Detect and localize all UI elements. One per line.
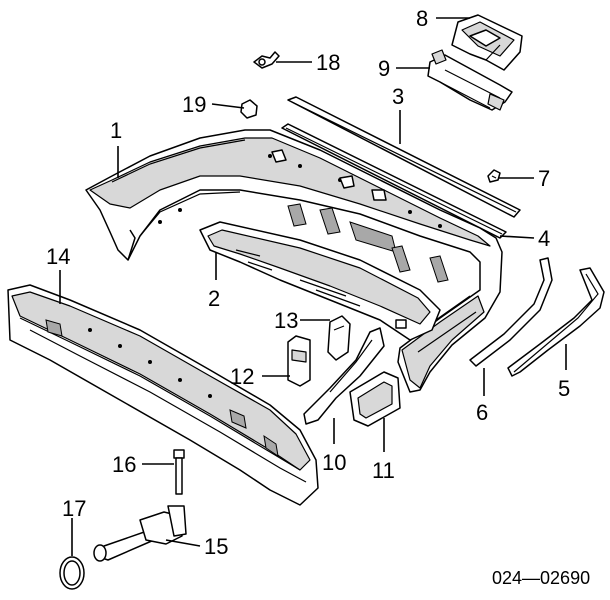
callout-6: 6 (476, 400, 488, 425)
callout-16: 16 (112, 452, 136, 477)
callout-18: 18 (316, 50, 340, 75)
part-14-reinforcement (7, 284, 319, 506)
part-2-valance (199, 203, 449, 341)
part-16-bolt (173, 449, 185, 495)
callout-9: 9 (378, 56, 390, 81)
part-11-tow-cover (349, 371, 401, 427)
leader-lines (59, 17, 567, 556)
part-7-screw (487, 169, 501, 183)
callout-17: 17 (62, 496, 86, 521)
callout-10: 10 (322, 450, 346, 475)
callout-14: 14 (46, 244, 70, 269)
part-19-retainer (240, 99, 258, 119)
part-15-tow-eye (93, 505, 187, 562)
callout-3: 3 (392, 84, 404, 109)
part-4-trim-strip (281, 123, 507, 239)
part-10-bracket (303, 327, 385, 425)
part-1-bumper-cover (85, 129, 503, 393)
part-13-bracket (327, 315, 351, 361)
callout-12: 12 (230, 364, 254, 389)
callout-11: 11 (372, 458, 395, 483)
diagram-part-number: 024—02690 (492, 568, 590, 588)
callout-13: 13 (274, 308, 298, 333)
callout-4: 4 (538, 226, 550, 251)
part-9-bracket (427, 49, 513, 111)
callout-19: 19 (182, 92, 206, 117)
callout-15: 15 (204, 534, 228, 559)
part-5-side-strip (507, 267, 605, 377)
callout-labels: 1 2 3 4 5 6 7 8 9 10 11 12 13 14 15 16 1… (46, 6, 570, 559)
part-8-bracket (451, 14, 523, 71)
callout-5: 5 (558, 376, 570, 401)
callout-1: 1 (110, 118, 122, 143)
part-6-side-trim (469, 257, 553, 367)
callout-2: 2 (208, 286, 220, 311)
part-12-bracket (287, 335, 311, 387)
callout-7: 7 (538, 166, 550, 191)
part-17-o-ring (59, 556, 85, 590)
part-3-trim-strip (287, 96, 521, 218)
callout-8: 8 (416, 6, 428, 31)
part-18-clip (253, 51, 280, 69)
